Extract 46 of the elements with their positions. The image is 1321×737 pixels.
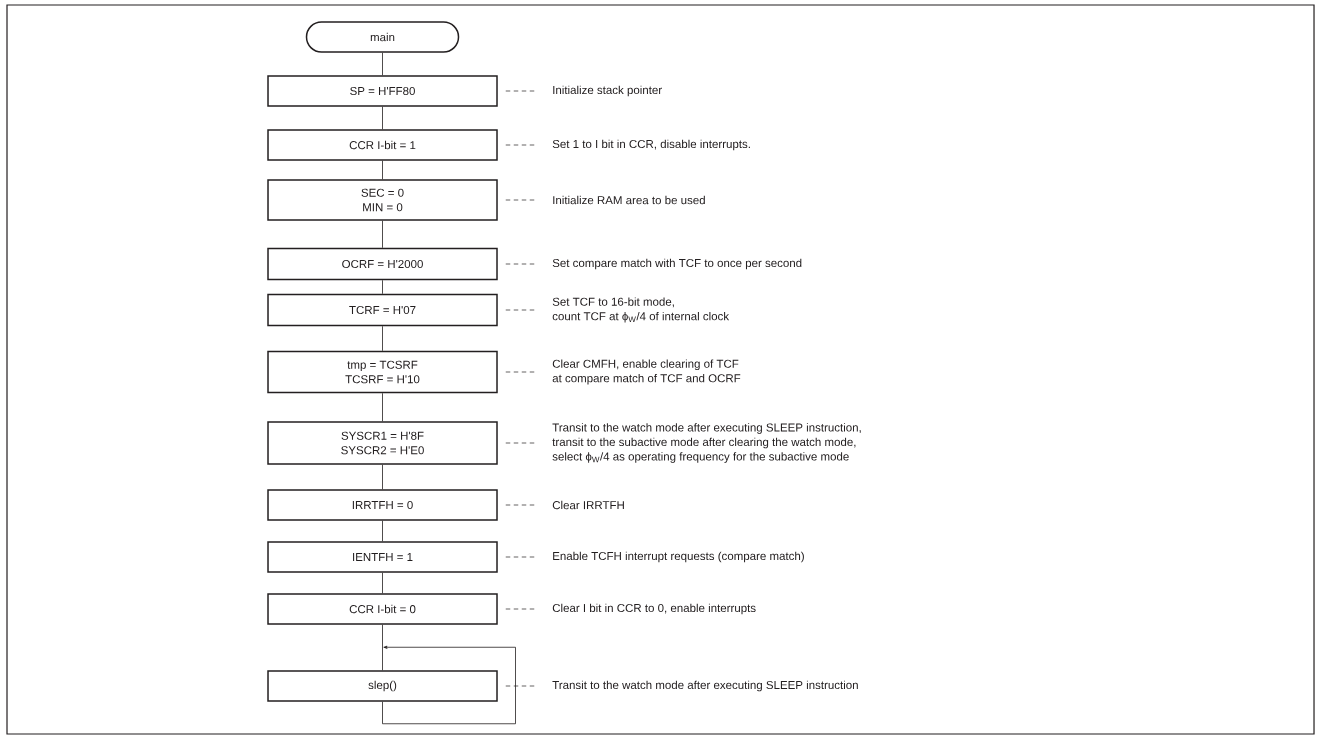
leader-line <box>505 556 537 558</box>
flow-line <box>382 220 383 249</box>
comment-text: Initialize stack pointer <box>553 85 662 97</box>
process-box: SP = H'FF80 <box>267 75 498 107</box>
leader-line <box>505 685 537 687</box>
process-box: IENTFH = 1 <box>267 541 498 573</box>
process-box: IRRTFH = 0 <box>267 489 498 521</box>
leader-line <box>505 371 537 373</box>
leader-line <box>505 442 537 444</box>
flow-line <box>382 624 383 671</box>
process-box: SEC = 0 MIN = 0 <box>267 179 498 221</box>
flow-line <box>382 160 383 180</box>
comment-text: Initialize RAM area to be used <box>553 195 705 205</box>
process-box: tmp = TCSRF TCSRF = H'10 <box>267 350 498 394</box>
leader-line <box>505 199 537 201</box>
comment-text: Clear IRRTFH <box>552 500 624 510</box>
terminal-box: main <box>305 21 460 53</box>
leader-line <box>505 90 537 92</box>
process-box: OCRF = H'2000 <box>267 247 498 281</box>
flow-line <box>382 325 383 352</box>
flow-line <box>382 279 383 295</box>
process-box: slep() <box>267 670 498 702</box>
comment-text: Transit to the watch mode after executing SLEEP instruction, transit to the subactive mode after clearing the watch mode, select ϕ$_{W}$/4 as operating frequency for the subactive mode <box>552 423 861 463</box>
process-box: SYSCR1 = H'8F SYSCR2 = H'E0 <box>267 421 498 465</box>
process-box: CCR I-bit = 0 <box>267 593 498 625</box>
flow-line <box>382 520 383 542</box>
comment-text: Set compare match with TCF to once per second <box>552 258 802 270</box>
comment-text: Set 1 to I bit in CCR, disable interrupts. <box>552 139 750 151</box>
comment-text: Clear CMFH, enable clearing of TCF at compare match of TCF and OCRF <box>552 359 741 385</box>
loop-arrow <box>382 645 516 725</box>
flow-line <box>382 392 383 422</box>
leader-line <box>505 504 537 506</box>
process-box: TCRF = H'07 <box>267 293 498 327</box>
comment-text: Enable TCFH interrupt requests (compare match) <box>553 551 804 563</box>
leader-line <box>505 309 537 311</box>
comment-text: Transit to the watch mode after executing SLEEP instruction <box>552 680 858 692</box>
comment-text: Clear I bit in CCR to 0, enable interrupts <box>552 603 756 615</box>
leader-line <box>505 144 537 146</box>
comment-text: Set TCF to 16-bit mode, count TCF at ϕ$_{W}$/4 of internal clock <box>552 297 730 323</box>
flow-line <box>382 572 383 594</box>
process-box: CCR I-bit = 1 <box>267 129 498 161</box>
flow-line <box>382 106 383 130</box>
flow-line <box>382 464 383 490</box>
leader-line <box>505 263 537 265</box>
flow-line <box>382 52 383 76</box>
leader-line <box>505 608 537 610</box>
